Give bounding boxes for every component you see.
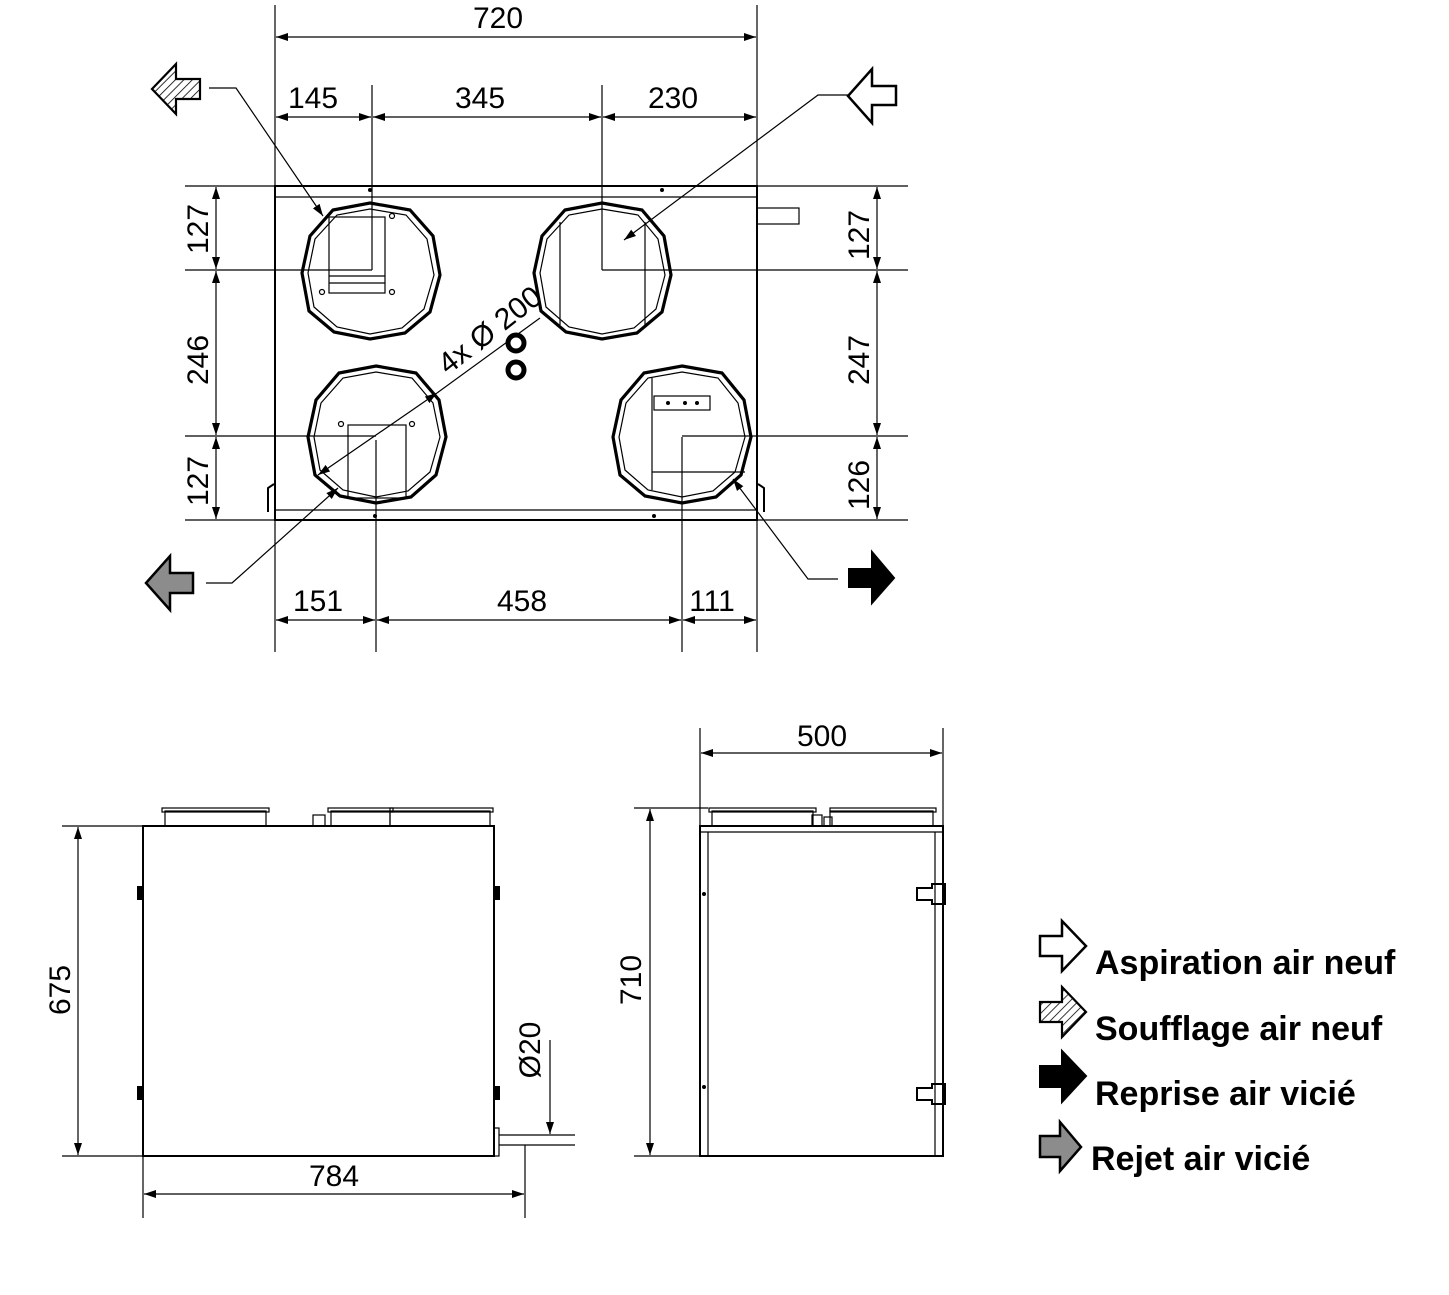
duct-top-left	[300, 201, 442, 341]
unit-front-outline	[142, 825, 495, 1157]
unit-side-outline	[699, 825, 944, 1157]
dim-right-1: 127	[843, 210, 876, 260]
side-view: 500 710	[615, 720, 946, 1157]
dim-top-1: 145	[288, 82, 338, 115]
dim-left-1: 127	[182, 204, 215, 254]
legend-item-soufflage: Soufflage air neuf	[1038, 984, 1383, 1048]
dim-left-3: 127	[182, 456, 215, 506]
top-view: 720 145 345 230 151 458 111 127 246 127 …	[144, 2, 908, 652]
dim-right-3: 126	[843, 460, 876, 510]
legend-label: Rejet air vicié	[1091, 1140, 1310, 1178]
white-arrow-icon	[846, 65, 898, 127]
pipe-stub	[756, 207, 800, 225]
condensate-fittings	[505, 332, 527, 381]
dim-side-width: 500	[797, 720, 847, 753]
grey-arrow-icon	[144, 552, 195, 614]
dim-front-width: 784	[309, 1160, 359, 1193]
duct-top-right	[532, 201, 673, 341]
dim-right-2: 247	[843, 335, 876, 385]
legend-item-aspiration: Aspiration air neuf	[1038, 917, 1396, 982]
legend-label: Soufflage air neuf	[1095, 1010, 1383, 1048]
white-arrow-icon	[1038, 917, 1088, 975]
legend-item-rejet: Rejet air vicié	[1038, 1118, 1310, 1178]
dim-top-3: 230	[648, 82, 698, 115]
hatched-arrow-icon	[1038, 984, 1088, 1040]
legend-item-reprise: Reprise air vicié	[1039, 1048, 1356, 1113]
dim-bottom-2: 458	[497, 585, 547, 618]
dim-side-height: 710	[615, 955, 648, 1005]
black-arrow-icon	[1039, 1048, 1088, 1105]
hatched-arrow-icon	[150, 61, 202, 117]
dim-overall-width: 720	[473, 2, 523, 35]
legend-label: Aspiration air neuf	[1095, 944, 1396, 982]
dim-drain: Ø20	[514, 1022, 547, 1079]
front-view: 675 784 Ø20	[44, 807, 575, 1218]
dim-left-2: 246	[182, 335, 215, 385]
grey-arrow-icon	[1038, 1118, 1083, 1175]
unit-top-outline	[274, 185, 758, 521]
dim-bottom-3: 111	[689, 585, 735, 618]
dim-front-height: 675	[44, 965, 77, 1015]
black-arrow-icon	[848, 549, 896, 606]
duct-diameter-label: 4x Ø 200	[432, 280, 548, 381]
dim-bottom-1: 151	[293, 585, 343, 618]
legend: Aspiration air neuf Soufflage air neuf R…	[1038, 917, 1396, 1178]
dim-top-2: 345	[455, 82, 505, 115]
legend-label: Reprise air vicié	[1095, 1075, 1356, 1113]
